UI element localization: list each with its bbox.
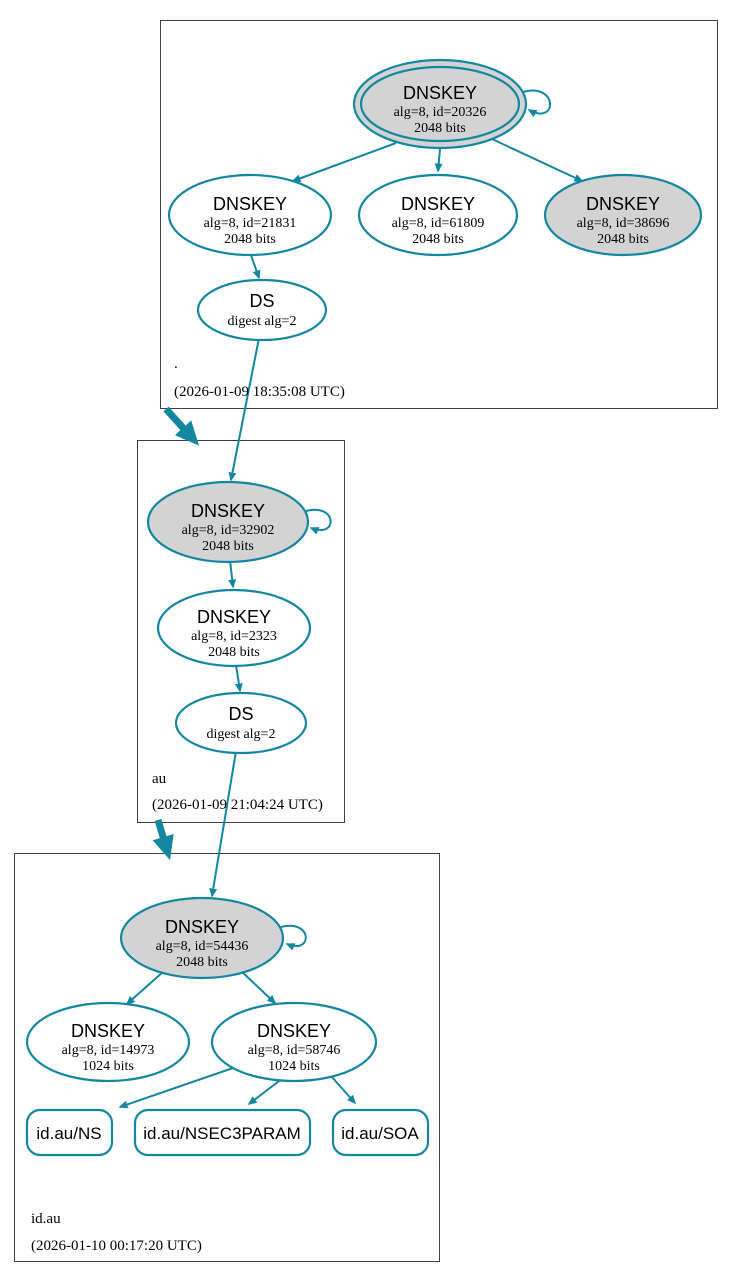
root-key-38696-ellipse	[543, 173, 703, 257]
au-ds-title: DS	[228, 704, 253, 724]
root-key-38696-bits: 2048 bits	[597, 232, 649, 247]
root-zsk-61809-alg: alg=8, id=61809	[392, 216, 485, 231]
au-zsk-2323-title: DNSKEY	[197, 607, 271, 627]
id-au-zsk-58746-bits: 1024 bits	[268, 1059, 320, 1074]
edge-id-au-ksk-to-zsk-58746	[240, 970, 277, 1005]
root-ds-node: DS digest alg=2	[196, 278, 328, 342]
id-au-zone-timestamp: (2026-01-10 00:17:20 UTC)	[31, 1238, 202, 1254]
id-au-soa-rrset-rect	[331, 1108, 430, 1157]
au-ksk-node: DNSKEY alg=8, id=32902 2048 bits	[146, 480, 310, 564]
root-zone-box	[160, 20, 718, 409]
edge-root-ds-to-au-ksk	[228, 337, 260, 482]
edge-zsk-21831-to-root-ds	[250, 254, 261, 280]
root-ksk-self-loop-arrow	[522, 89, 552, 118]
edge-root-ksk-to-zsk-21831	[291, 142, 397, 183]
edge-root-ksk-to-zsk-61809	[434, 148, 443, 173]
au-zone-label: au	[152, 771, 167, 787]
id-au-key-14973-alg: alg=8, id=14973	[62, 1043, 155, 1058]
au-to-id-au-delegation-arrow	[152, 818, 174, 861]
id-au-zsk-58746-node: DNSKEY alg=8, id=58746 1024 bits	[210, 1001, 378, 1083]
id-au-key-14973-node: DNSKEY alg=8, id=14973 1024 bits	[25, 1001, 191, 1083]
root-ksk-outer-ellipse	[352, 58, 528, 150]
edge-id-au-ksk-to-key-14973	[125, 970, 165, 1005]
root-ds-ellipse	[196, 278, 328, 342]
id-au-ksk-self-loop-arrow	[280, 924, 307, 951]
au-ds-ellipse	[174, 691, 308, 755]
root-zsk-61809-bits: 2048 bits	[412, 232, 464, 247]
id-au-ksk-title: DNSKEY	[165, 917, 239, 937]
id-au-ksk-ellipse	[119, 896, 285, 980]
id-au-ksk-bits: 2048 bits	[176, 955, 228, 970]
au-ksk-ellipse	[146, 480, 310, 564]
id-au-nsec3param-rrset-rect	[133, 1108, 312, 1157]
root-ksk-inner-ellipse	[359, 65, 521, 143]
root-key-38696-title: DNSKEY	[586, 194, 660, 214]
id-au-ksk-node: DNSKEY alg=8, id=54436 2048 bits	[119, 896, 285, 980]
au-zsk-2323-ellipse	[156, 588, 312, 668]
au-ksk-title: DNSKEY	[191, 501, 265, 521]
edge-zsk-58746-to-soa-rrset	[330, 1075, 356, 1105]
edge-au-ds-to-id-au-ksk	[209, 750, 237, 898]
root-zone-label: .	[174, 356, 178, 372]
id-au-ns-rrset-rect	[25, 1108, 114, 1157]
root-zsk-61809-node: DNSKEY alg=8, id=61809 2048 bits	[357, 173, 519, 257]
id-au-soa-rrset-label: id.au/SOA	[341, 1124, 419, 1143]
root-zsk-61809-title: DNSKEY	[401, 194, 475, 214]
root-ksk-title: DNSKEY	[403, 83, 477, 103]
id-au-key-14973-ellipse	[25, 1001, 191, 1083]
edge-zsk-58746-to-nsec3param-rrset	[247, 1077, 284, 1105]
id-au-key-14973-bits: 1024 bits	[82, 1059, 134, 1074]
id-au-key-14973-title: DNSKEY	[71, 1021, 145, 1041]
edge-zsk-2323-to-au-ds	[234, 664, 243, 693]
id-au-zsk-58746-ellipse	[210, 1001, 378, 1083]
au-zsk-2323-bits: 2048 bits	[208, 645, 260, 660]
root-ds-title: DS	[249, 291, 274, 311]
au-ksk-bits: 2048 bits	[202, 539, 254, 554]
au-ds-digest: digest alg=2	[207, 727, 276, 742]
root-ksk-bits: 2048 bits	[414, 121, 466, 136]
id-au-zsk-58746-alg: alg=8, id=58746	[248, 1043, 341, 1058]
id-au-nsec3param-rrset-label: id.au/NSEC3PARAM	[143, 1124, 300, 1143]
edge-zsk-58746-to-ns-rrset	[118, 1067, 234, 1109]
root-zsk-61809-ellipse	[357, 173, 519, 257]
root-ksk-alg: alg=8, id=20326	[394, 105, 487, 120]
au-ds-node: DS digest alg=2	[174, 691, 308, 755]
edge-au-ksk-to-zsk-2323	[228, 559, 237, 589]
root-zsk-21831-ellipse	[167, 173, 333, 257]
id-au-ns-rrset-node: id.au/NS	[25, 1108, 114, 1157]
id-au-nsec3param-rrset-node: id.au/NSEC3PARAM	[133, 1108, 312, 1157]
root-zsk-21831-alg: alg=8, id=21831	[204, 216, 297, 231]
au-ksk-self-loop-arrow	[305, 508, 332, 535]
au-zsk-2323-alg: alg=8, id=2323	[191, 629, 277, 644]
id-au-zone-label: id.au	[31, 1211, 61, 1227]
root-key-38696-node: DNSKEY alg=8, id=38696 2048 bits	[543, 173, 703, 257]
root-zsk-21831-title: DNSKEY	[213, 194, 287, 214]
au-zone-timestamp: (2026-01-09 21:04:24 UTC)	[152, 797, 323, 813]
au-zsk-2323-node: DNSKEY alg=8, id=2323 2048 bits	[156, 588, 312, 668]
au-zone-box	[137, 440, 345, 823]
id-au-soa-rrset-node: id.au/SOA	[331, 1108, 430, 1157]
root-zone-timestamp: (2026-01-09 18:35:08 UTC)	[174, 384, 345, 400]
au-ksk-alg: alg=8, id=32902	[182, 523, 275, 538]
root-to-au-delegation-arrow	[163, 406, 200, 446]
root-ds-digest: digest alg=2	[228, 314, 297, 329]
id-au-zone-box	[14, 853, 440, 1262]
root-zsk-21831-bits: 2048 bits	[224, 232, 276, 247]
id-au-zsk-58746-title: DNSKEY	[257, 1021, 331, 1041]
id-au-ksk-alg: alg=8, id=54436	[156, 939, 249, 954]
edge-root-ksk-to-key-38696	[491, 138, 584, 182]
root-key-38696-alg: alg=8, id=38696	[577, 216, 670, 231]
root-ksk-node: DNSKEY alg=8, id=20326 2048 bits	[352, 58, 528, 150]
id-au-ns-rrset-label: id.au/NS	[36, 1124, 101, 1143]
root-zsk-21831-node: DNSKEY alg=8, id=21831 2048 bits	[167, 173, 333, 257]
